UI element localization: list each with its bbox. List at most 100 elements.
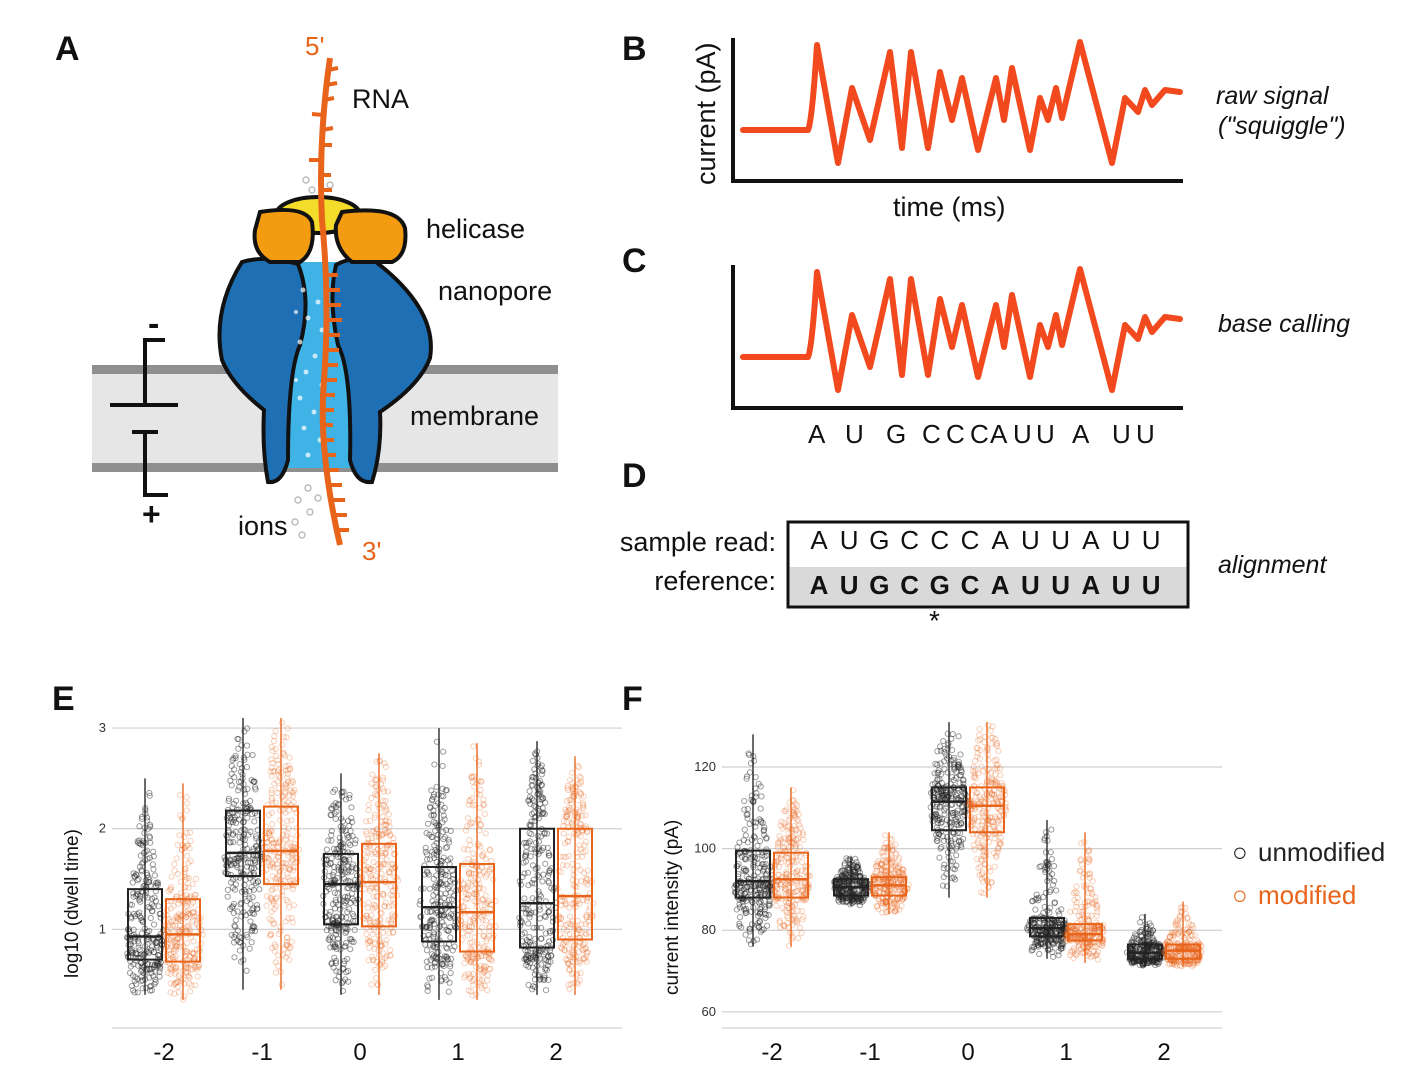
data-point [181, 980, 188, 987]
data-point [185, 973, 193, 980]
data-point [369, 884, 376, 891]
data-point [146, 792, 153, 799]
data-point [328, 959, 335, 966]
data-point [238, 888, 246, 895]
data-point [342, 856, 349, 863]
data-point [369, 828, 376, 835]
data-point [341, 893, 349, 901]
data-point [285, 852, 292, 859]
data-point [272, 884, 279, 892]
data-point [194, 966, 201, 973]
data-point [545, 872, 552, 880]
data-point [231, 816, 238, 824]
data-point [277, 817, 284, 824]
data-point [167, 964, 175, 971]
y-tick-label: 80 [702, 922, 716, 937]
data-point [234, 857, 241, 865]
data-point [374, 886, 381, 893]
data-point [279, 951, 286, 959]
data-point [136, 823, 143, 830]
data-point [328, 837, 335, 844]
data-point [171, 945, 178, 953]
data-point [276, 867, 284, 874]
data-point [227, 818, 234, 826]
data-point [325, 936, 332, 943]
data-point [470, 743, 477, 750]
data-point [241, 728, 248, 735]
data-point [367, 866, 374, 873]
data-point [131, 977, 138, 985]
data-point [247, 828, 254, 836]
data-point [347, 899, 354, 907]
data-point [329, 917, 336, 924]
data-point [138, 914, 145, 922]
helicase-label: helicase [426, 214, 525, 244]
data-point [282, 767, 289, 774]
sample-base: A [1082, 525, 1100, 555]
data-point [233, 861, 240, 869]
plus-label: + [142, 496, 161, 532]
data-point [194, 973, 201, 980]
data-point [234, 927, 241, 934]
data-point [344, 926, 351, 933]
data-point [131, 913, 139, 920]
data-point [173, 943, 180, 950]
data-point [151, 962, 159, 969]
data-point [187, 829, 194, 836]
panel-c-letter: C [622, 242, 647, 280]
called-base: G [886, 419, 906, 449]
data-point [249, 878, 257, 885]
unmodified-points [831, 855, 873, 909]
data-point [325, 911, 333, 918]
data-point [351, 897, 358, 904]
data-point [472, 991, 480, 998]
data-point [349, 818, 356, 826]
data-point [269, 873, 276, 880]
reference-base: A [991, 570, 1010, 600]
data-point [234, 864, 241, 871]
data-point [233, 860, 240, 867]
rna-bases [309, 66, 349, 532]
data-point [288, 801, 295, 809]
data-point [227, 862, 235, 869]
data-point [369, 839, 376, 846]
data-point [152, 976, 159, 983]
data-point [345, 867, 352, 874]
data-point [170, 981, 178, 988]
data-point [268, 908, 275, 916]
data-point [134, 838, 141, 845]
data-point [381, 850, 389, 857]
data-point [290, 882, 297, 889]
data-point [175, 973, 182, 980]
data-point [235, 855, 242, 862]
data-point [148, 901, 155, 908]
data-point [267, 768, 274, 775]
data-point [269, 885, 276, 893]
data-point [284, 840, 291, 847]
data-point [244, 814, 251, 821]
data-point [272, 969, 280, 976]
data-point [136, 912, 143, 920]
data-point [267, 894, 274, 901]
data-point [183, 902, 190, 909]
data-point [131, 873, 139, 880]
data-point [272, 943, 279, 950]
data-point [170, 902, 177, 910]
data-point [344, 894, 351, 902]
data-point [328, 927, 335, 934]
data-point [136, 863, 143, 870]
data-point [230, 900, 237, 908]
data-point [331, 876, 338, 883]
mismatch-marker: * [929, 605, 940, 636]
data-point [332, 927, 339, 934]
data-point [283, 934, 290, 941]
data-point [350, 913, 357, 920]
data-point [336, 906, 344, 913]
data-point [940, 737, 947, 745]
sample-base: C [961, 525, 980, 555]
data-point [285, 762, 292, 769]
data-point [276, 836, 283, 843]
data-point [227, 777, 234, 784]
data-point [134, 891, 141, 898]
